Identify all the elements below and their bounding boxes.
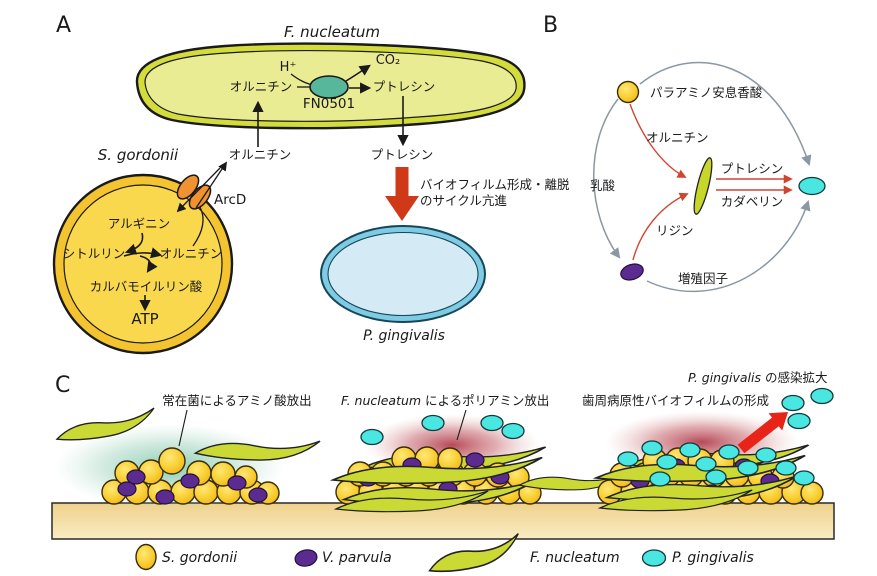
legend-label-s-gordonii: S. gordonii (162, 550, 237, 566)
v-parvula-cell-b (620, 263, 644, 281)
p-gingivalis-cell-b (798, 176, 826, 196)
label-lactate: 乳酸 (590, 178, 616, 193)
p-gingivalis-escaping (781, 394, 805, 412)
label-arcd: ArcD (214, 192, 246, 208)
caption-left: 常在菌によるアミノ酸放出 (162, 393, 311, 408)
label-atp: ATP (131, 310, 158, 328)
arc-lactate-to-vp (593, 98, 621, 259)
label-fn0501: FN0501 (303, 96, 355, 112)
p-gingivalis-label: P. gingivalis (363, 328, 445, 344)
arrow-lysine-b (632, 192, 689, 261)
caption-spread: P. gingivalis の感染拡大 (688, 370, 828, 385)
effect-text-line1: バイオフィルム形成・離脱 (420, 177, 570, 192)
caption-right: 歯周病原性バイオフィルムの形成 (582, 393, 769, 408)
panel-a: A F. nucleatum H⁺ オルニチン FN0501 CO₂ プトレシン… (52, 13, 570, 355)
label-putrescine-inside-fn: プトレシン (373, 79, 436, 94)
p-gingivalis-floating (501, 422, 525, 440)
arc-paba-to-pg (639, 61, 812, 166)
effect-text-line2: のサイクル亢進 (420, 193, 507, 208)
spread-red-arrow (737, 412, 788, 454)
panel-c: C (51, 370, 835, 540)
pointer-line-mid (456, 409, 467, 441)
legend-label-v-parvula: V. parvula (322, 550, 392, 566)
p-gingivalis-embedded (617, 440, 815, 487)
panel-c-label: C (55, 373, 70, 398)
p-gingivalis-floating (360, 428, 384, 446)
biofilm-left-cluster (101, 447, 280, 505)
legend-label-p-gingivalis: P. gingivalis (672, 550, 754, 566)
panel-a-label: A (56, 13, 71, 38)
caption-mid: F. nucleatum によるポリアミン放出 (341, 393, 549, 408)
p-gingivalis-escaping (810, 387, 834, 405)
arrow-ornithine-b (629, 103, 687, 178)
f-nucleatum-title: F. nucleatum (284, 23, 380, 41)
label-paba: パラアミノ安息香酸 (650, 85, 763, 100)
panel-b: B パラアミノ安息香酸 オルニチン 乳酸 リジン プトレシン カダベリン 増殖因… (543, 13, 826, 293)
label-h-plus: H⁺ (280, 60, 297, 75)
arcd-transporter (176, 174, 212, 210)
s-gordonii-cell (52, 173, 234, 355)
legend-swatch-f-nucleatum (425, 532, 524, 576)
p-gingivalis-cell (320, 225, 486, 323)
label-arginine: アルギニン (108, 216, 170, 231)
label-ornithine-between: オルニチン (229, 147, 292, 162)
p-gingivalis-floating (421, 414, 445, 432)
p-gingivalis-floating (480, 414, 504, 432)
label-putrescine-out: プトレシン (371, 147, 434, 162)
f-nucleatum-cell-b (693, 157, 713, 215)
label-ornithine-b: オルニチン (646, 130, 709, 145)
label-carbamoyl-phosphate: カルバモイルリン酸 (90, 279, 203, 294)
big-red-arrow (385, 167, 419, 221)
label-citrulline: シトルリン (63, 246, 126, 261)
label-co2: CO₂ (376, 53, 401, 68)
label-cadaverine-b: カダベリン (721, 194, 784, 209)
legend: S. gordonii V. parvula F. nucleatum P. g… (135, 532, 754, 576)
label-ornithine-inside-fn: オルニチン (230, 79, 293, 94)
biofilm-right-cluster (594, 440, 824, 512)
arc-growth-factor-to-pg (646, 200, 811, 293)
biofilm-mid-cluster (331, 445, 626, 513)
s-gordonii-cell-b (616, 80, 640, 104)
label-growth-factor: 増殖因子 (678, 271, 728, 286)
legend-swatch-s-gordonii (135, 543, 157, 571)
label-ornithine-internal: オルニチン (160, 246, 223, 261)
label-putrescine-b: プトレシン (721, 161, 784, 176)
label-lysine: リジン (656, 223, 694, 238)
fn0501-enzyme (309, 75, 349, 99)
legend-label-f-nucleatum: F. nucleatum (530, 550, 620, 566)
legend-swatch-v-parvula (294, 549, 318, 567)
s-gordonii-title: S. gordonii (98, 146, 179, 164)
panel-b-label: B (543, 13, 558, 38)
pointer-line-left (178, 409, 188, 447)
legend-swatch-p-gingivalis (641, 549, 667, 567)
p-gingivalis-escaping (787, 412, 811, 430)
